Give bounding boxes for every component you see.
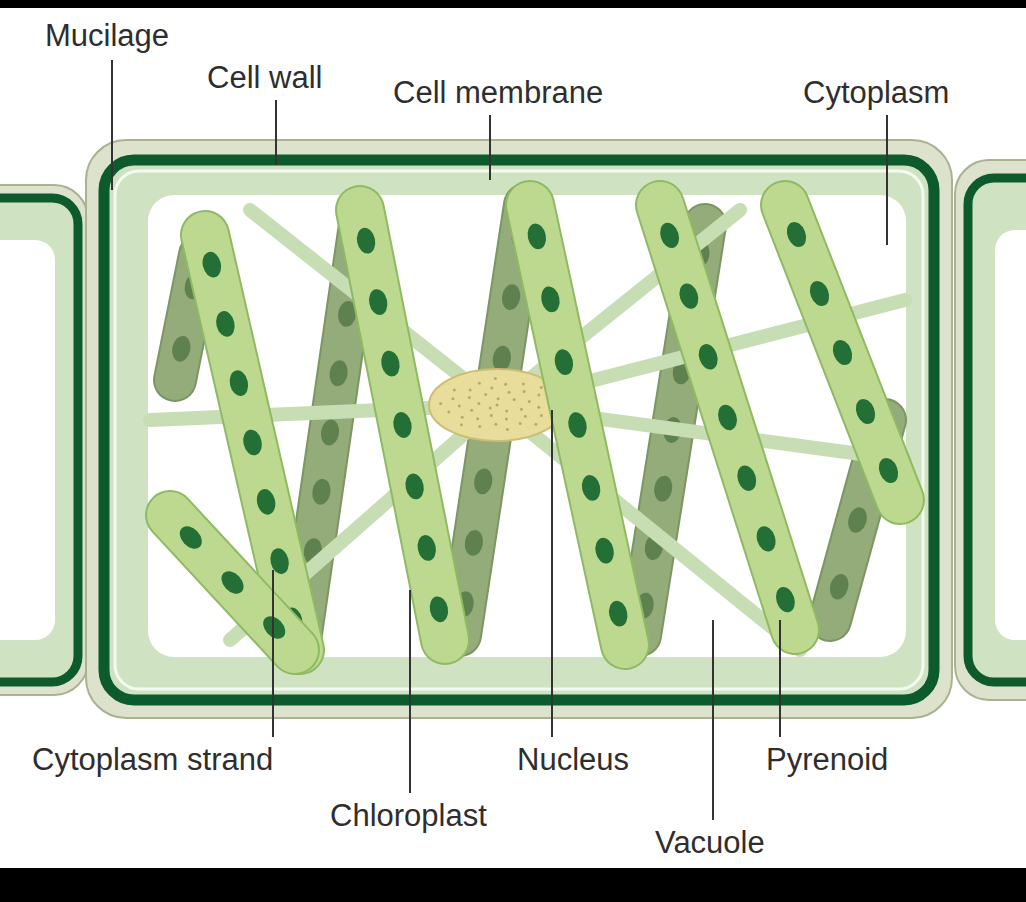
- pyrenoid: [415, 533, 438, 562]
- pyrenoid: [773, 584, 798, 614]
- part-label: Cytoplasm strand: [32, 742, 273, 778]
- pyrenoid: [500, 283, 522, 311]
- pyrenoid: [175, 522, 206, 553]
- pyrenoid: [806, 278, 832, 309]
- pyrenoid: [875, 455, 901, 486]
- pyrenoid: [552, 347, 575, 376]
- pyrenoid: [696, 342, 721, 372]
- part-label: Pyrenoid: [766, 742, 888, 778]
- pyrenoid: [217, 567, 248, 598]
- pyrenoid: [227, 369, 250, 398]
- pyrenoid: [428, 595, 451, 624]
- chloroplast-band: [657, 205, 798, 630]
- pyrenoid: [754, 524, 779, 554]
- pyrenoid: [367, 288, 390, 317]
- pyrenoid: [852, 396, 878, 427]
- part-label: Nucleus: [517, 742, 629, 778]
- pyrenoid: [827, 572, 851, 602]
- pyrenoid: [607, 599, 630, 628]
- top-bar: [0, 0, 1026, 8]
- part-label: Cell wall: [207, 60, 322, 96]
- chloroplast-band: [355, 210, 451, 640]
- pyrenoid: [403, 472, 426, 501]
- pyrenoid: [200, 250, 223, 279]
- pyrenoid: [463, 529, 485, 557]
- cell-wall: [104, 160, 934, 700]
- pyrenoid: [259, 612, 290, 643]
- pyrenoid: [715, 402, 740, 432]
- pyrenoid: [783, 219, 809, 250]
- pyrenoid: [311, 478, 333, 506]
- part-label: Chloroplast: [330, 798, 487, 834]
- leader-lines: [112, 60, 887, 820]
- pyrenoid: [734, 463, 759, 493]
- bottom-bar: [0, 868, 1026, 902]
- pyrenoid: [319, 418, 341, 446]
- vacuole: [148, 195, 906, 657]
- chloroplast-band: [783, 205, 901, 500]
- pyrenoid: [845, 505, 869, 535]
- pyrenoid: [472, 467, 494, 495]
- chloroplast-band: [525, 205, 629, 645]
- part-label: Vacuole: [655, 825, 765, 861]
- pyrenoid: [379, 349, 402, 378]
- pyrenoid: [391, 410, 414, 439]
- pyrenoid: [676, 281, 701, 311]
- pyrenoid: [254, 487, 277, 516]
- right-neighbour-cell: [955, 160, 1026, 700]
- pyrenoid: [355, 226, 378, 255]
- chloroplast-band: [170, 515, 295, 650]
- pyrenoid: [525, 222, 548, 251]
- part-label: Cell membrane: [393, 75, 603, 111]
- left-neighbour-cell: [0, 185, 88, 695]
- pyrenoid: [593, 536, 616, 565]
- part-label: Mucilage: [45, 18, 169, 54]
- mucilage: [86, 140, 952, 718]
- pyrenoid: [241, 428, 264, 457]
- pyrenoid: [268, 546, 291, 575]
- cell-membrane: [115, 171, 923, 689]
- pyrenoid: [652, 474, 674, 502]
- pyrenoid: [657, 220, 682, 250]
- pyrenoid: [328, 359, 350, 387]
- pyrenoid: [539, 285, 562, 314]
- pyrenoid: [829, 337, 855, 368]
- pyrenoid: [580, 473, 603, 502]
- pyrenoid: [214, 309, 237, 338]
- pyrenoid: [170, 334, 193, 363]
- pyrenoid: [566, 410, 589, 439]
- part-label: Cytoplasm: [803, 75, 949, 111]
